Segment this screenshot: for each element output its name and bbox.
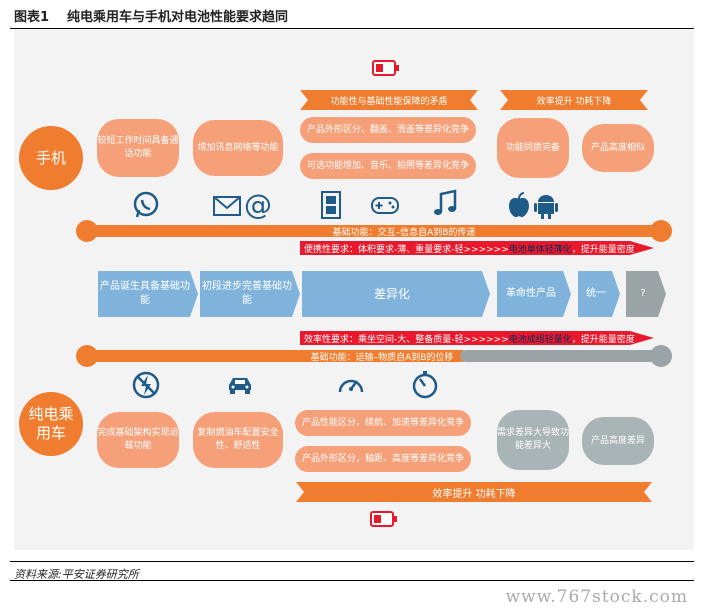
- figure-title: 图表1 纯电乘用车与手机对电池性能要求趋同: [14, 6, 288, 25]
- ev-axis-label: 基础功能：运输–物质自A到B的位移: [310, 352, 454, 363]
- phone-axis-bar: [84, 225, 660, 237]
- android-icon: [534, 195, 558, 219]
- battery-low-icon: [372, 60, 399, 76]
- phone-axis-start-dot: [76, 220, 98, 242]
- ev-requirement-prefix: 效率性要求：乘坐空间-大、整备质量-轻>>>>>>: [304, 334, 509, 345]
- ev-banner-efficiency: [296, 482, 652, 502]
- phone-requirement-prefix: 便携性要求：体积要求-薄、重量要求-轻>>>>>>: [304, 244, 509, 255]
- phone-requirement-text: 便携性要求：体积要求-薄、重量要求-轻>>>>>>电池单体轻薄化，提升能量密度: [300, 241, 635, 255]
- ev-requirement-suffix: ，提升能量密度: [571, 334, 635, 345]
- music-note-icon: [434, 189, 457, 215]
- phone-banner-efficiency-text: 效率提升 功耗下降: [536, 96, 612, 107]
- car-icon: [229, 378, 251, 394]
- phone-requirement-highlight: 电池单体轻薄化: [508, 244, 572, 255]
- speedometer-icon: [338, 379, 364, 393]
- bottom-rule: [10, 561, 694, 562]
- ev-axis-end-dot: [650, 345, 672, 367]
- phone-banner-contradiction-text: 功能性与基础性能保障的矛盾: [330, 96, 448, 107]
- figure-number: 图表1: [14, 10, 50, 25]
- phone-axis-end-dot: [650, 220, 672, 242]
- ev-differentiation-pill-1: 产品性能区分，续航、加速等差异化竞争: [295, 410, 471, 436]
- phone-stage1-pill: 较短工作时间具备通话功能: [97, 119, 179, 177]
- ev-stage2-pill: 复制燃油车配置安全性、舒适性: [193, 412, 283, 468]
- ev-axis-bar-orange: [84, 350, 468, 362]
- watermark: www.767stock.com: [505, 587, 688, 607]
- phone-axis-label: 基础功能：交互–信息自A到B的传递: [332, 227, 476, 238]
- ev-axis-start-dot: [76, 345, 98, 367]
- source-note: 资料来源:平安证券研究所: [14, 568, 139, 581]
- ev-banner-efficiency-text: 效率提升 功耗下降: [432, 488, 516, 500]
- stage-1-label: 产品诞生具备基础功能: [100, 281, 190, 306]
- phone-differentiation-pill-1: 产品外形区分、翻盖、滑盖等差异化竞争: [300, 117, 476, 143]
- film-icon: [321, 191, 341, 219]
- at-sign-icon: @: [244, 190, 272, 220]
- ev-differentiation-pill-2: 产品外形区分，轴距、高度等差异化竞争: [295, 446, 471, 472]
- stage-6-label: ?: [640, 288, 646, 299]
- mail-icon: [213, 196, 241, 216]
- gamepad-icon: [371, 197, 399, 214]
- stage-5-label: 统一: [586, 288, 606, 299]
- ev-requirement-text: 效率性要求：乘坐空间-大、整备质量-轻>>>>>>电池成组轻量化，提升能量密度: [300, 331, 635, 345]
- footer-rule: [10, 580, 694, 581]
- stage-3-label: 差异化: [373, 287, 410, 301]
- phone-banner-contradiction: [300, 90, 478, 110]
- ev-unify-pill: 产品高度差异: [582, 417, 654, 465]
- ev-requirement-arrow: [300, 331, 654, 345]
- phone-unify-pill: 产品高度相似: [582, 124, 654, 172]
- top-rule: [10, 28, 694, 29]
- phone-requirement-suffix: ，提升能量密度: [571, 244, 635, 255]
- lightning-no-icon: [132, 371, 160, 399]
- svg-text:@: @: [244, 190, 272, 220]
- apple-icon: [509, 192, 529, 218]
- stage-2-chevron: [200, 271, 300, 317]
- stage-4-chevron: [497, 271, 571, 317]
- phone-differentiation-pill-2: 可选功能增加、音乐、拍照等差异化竞争: [300, 153, 476, 179]
- ev-stage1-pill: 完成基础架构实现运载功能: [97, 412, 179, 468]
- phone-banner-efficiency: [500, 90, 648, 110]
- stage-1-chevron: [98, 271, 198, 317]
- stage-5-chevron: [578, 271, 620, 317]
- whatsapp-icon: [133, 191, 159, 218]
- stage-3-chevron: [302, 271, 490, 317]
- stage-4-label: 革命性产品: [506, 288, 556, 299]
- ev-requirement-highlight: 电池成组轻量化: [508, 334, 572, 345]
- ev-revolution-pill: 需求差异大导致功能差异大: [497, 410, 569, 470]
- battery-low-icon-bottom: [370, 511, 397, 527]
- ev-axis-bar-gray: [460, 350, 660, 362]
- stage-6-chevron: [626, 271, 666, 317]
- stopwatch-icon: [412, 371, 438, 399]
- phone-requirement-arrow: [300, 241, 654, 255]
- figure-title-text: 纯电乘用车与手机对电池性能要求趋同: [67, 10, 289, 25]
- stage-2-label: 初段进步完善基础功能: [202, 281, 292, 306]
- phone-stage2-pill: 增加讯息网络等功能: [193, 120, 283, 176]
- phone-circle: 手机: [19, 126, 83, 190]
- ev-circle: 纯电乘用车: [19, 392, 83, 456]
- ev-circle-text: 纯电乘用车: [28, 405, 74, 442]
- phone-revolution-pill: 功能同质完备: [497, 118, 569, 178]
